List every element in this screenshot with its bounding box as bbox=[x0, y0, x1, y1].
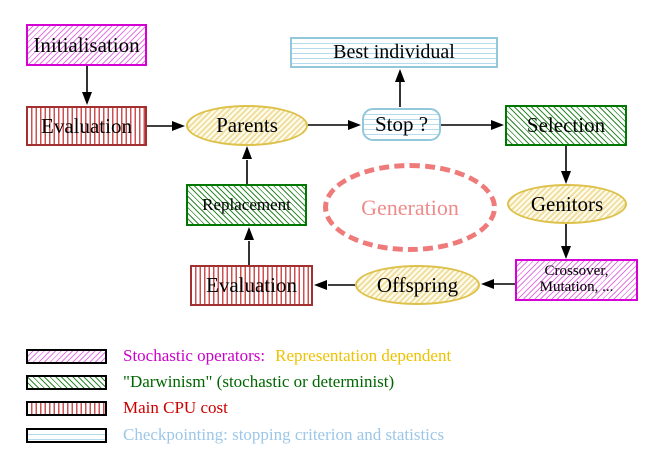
node-crossover-mutation: Crossover, Mutation, ... bbox=[515, 259, 638, 301]
node-replacement-label: Replacement bbox=[202, 195, 291, 215]
legend-swatch-green-hatch-icon bbox=[26, 374, 107, 390]
arrow-stop-to-best-individual bbox=[395, 69, 405, 107]
node-evaluation-top: Evaluation bbox=[26, 106, 147, 146]
legend-row-checkpointing: Checkpointing: stopping criterion and st… bbox=[26, 425, 444, 445]
node-genitors-label: Genitors bbox=[530, 191, 604, 216]
arrow-evaluation-to-parents bbox=[147, 121, 185, 131]
node-generation: Generation bbox=[323, 163, 497, 252]
legend-swatch-red-lines-icon bbox=[26, 400, 107, 416]
node-selection: Selection bbox=[505, 105, 627, 146]
node-evaluation-bottom: Evaluation bbox=[190, 265, 313, 306]
arrow-stop-to-selection bbox=[441, 120, 504, 130]
node-initialisation: Initialisation bbox=[26, 24, 147, 66]
node-stop-label: Stop ? bbox=[374, 112, 429, 137]
node-parents-label: Parents bbox=[216, 113, 278, 138]
node-evaluation-bottom-label: Evaluation bbox=[206, 273, 297, 298]
arrow-replacement-to-parents bbox=[242, 146, 252, 184]
node-best-individual-label: Best individual bbox=[333, 41, 455, 63]
arrow-selection-to-genitors bbox=[561, 146, 571, 184]
node-evaluation-top-label: Evaluation bbox=[41, 113, 132, 138]
arrow-genitors-to-crossover bbox=[561, 224, 571, 259]
node-stop: Stop ? bbox=[362, 108, 441, 141]
legend-row-main-cpu-cost: Main CPU cost bbox=[26, 398, 228, 418]
node-crossover-line2: Mutation, ... bbox=[539, 279, 614, 295]
arrow-parents-to-stop bbox=[308, 120, 361, 130]
node-genitors: Genitors bbox=[507, 184, 627, 224]
legend-row-darwinism: "Darwinism" (stochastic or determinist) bbox=[26, 372, 394, 392]
node-replacement: Replacement bbox=[186, 184, 307, 226]
legend-label-main-cpu-cost: Main CPU cost bbox=[123, 398, 228, 417]
node-generation-label: Generation bbox=[361, 194, 459, 220]
legend-row-stochastic-operators: Stochastic operators: Representation dep… bbox=[26, 346, 451, 366]
node-offspring: Offspring bbox=[355, 265, 480, 305]
arrow-crossover-to-offspring bbox=[481, 279, 515, 289]
legend-swatch-cyan-lines-icon bbox=[26, 427, 107, 443]
node-parents: Parents bbox=[186, 105, 308, 146]
legend-swatch-magenta-hatch-icon bbox=[26, 348, 107, 364]
arrow-evaluation-to-replacement bbox=[244, 227, 254, 265]
node-offspring-label: Offspring bbox=[376, 272, 459, 297]
node-best-individual: Best individual bbox=[290, 37, 498, 68]
legend-label-stochastic-operators: Stochastic operators: bbox=[123, 346, 266, 365]
legend-label-checkpointing: Checkpointing: stopping criterion and st… bbox=[123, 425, 445, 444]
legend-label-darwinism: "Darwinism" (stochastic or determinist) bbox=[123, 372, 395, 391]
legend-label-representation-dependent: Representation dependent bbox=[275, 346, 452, 365]
node-initialisation-label: Initialisation bbox=[33, 32, 140, 57]
arrow-offspring-to-evaluation bbox=[314, 280, 355, 290]
node-crossover-line1: Crossover, bbox=[544, 263, 609, 280]
node-selection-label: Selection bbox=[526, 113, 606, 138]
arrow-initialisation-to-evaluation bbox=[82, 66, 92, 105]
